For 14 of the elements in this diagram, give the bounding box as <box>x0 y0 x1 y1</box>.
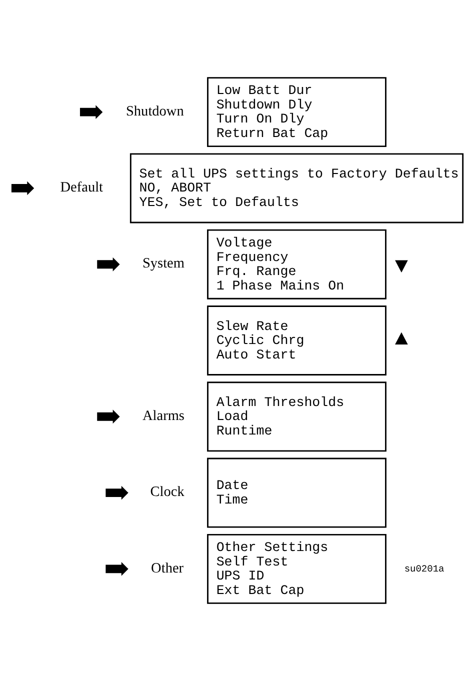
node-label: Alarms <box>142 408 184 424</box>
label: su0201a <box>404 563 444 574</box>
node-box: Set all UPS settings to Factory Defaults NO, ABORT YES, Set to Defaults <box>130 153 464 224</box>
node-label: Other <box>151 560 184 576</box>
node-box: Low Batt Dur Shutdown Dly Turn On Dly Return Bat Cap <box>207 77 386 148</box>
node-box: Slew Rate Cyclic Chrg Auto Start <box>207 306 386 376</box>
node-box: Voltage Frequency Frq. Range 1 Phase Mains On <box>207 229 386 300</box>
node-box: Date Time <box>207 458 386 528</box>
node-label: System <box>142 256 185 272</box>
node-label: Shutdown <box>126 103 184 120</box>
node-label: Clock <box>150 484 184 500</box>
node-box: Other Settings Self Test UPS ID Ext Bat Cap <box>207 534 386 604</box>
node-label: Default <box>60 180 104 196</box>
node-box: Alarm Thresholds Load Runtime <box>207 382 386 452</box>
